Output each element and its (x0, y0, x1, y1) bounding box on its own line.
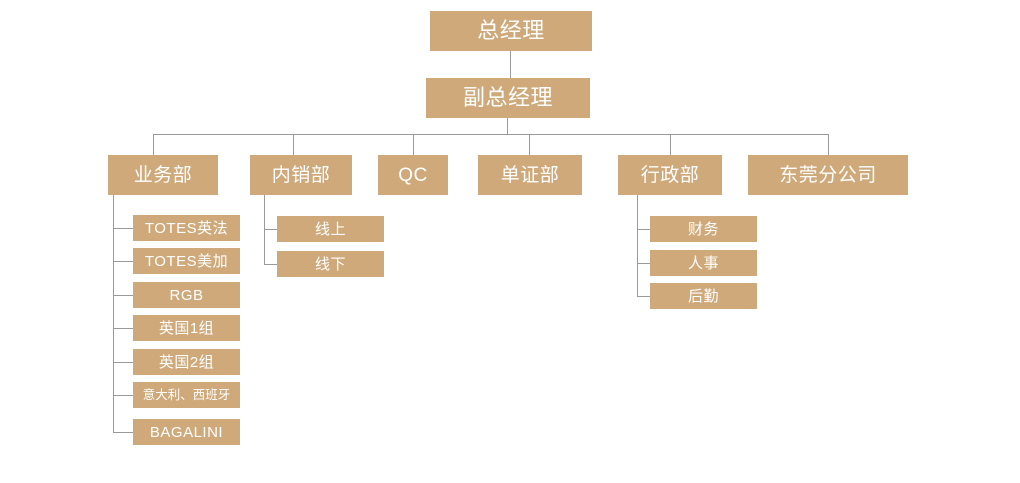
connector-domestic-stub-2 (264, 264, 277, 265)
node-sales-team-totes-uk-fr[interactable]: TOTES英法 (133, 215, 240, 241)
node-domestic-team-online[interactable]: 线上 (277, 216, 384, 242)
connector-admin-stub-3 (637, 296, 650, 297)
connector-sales-stub-3 (113, 295, 133, 296)
node-department-documents[interactable]: 单证部 (478, 155, 582, 195)
node-sales-team-uk-group-2[interactable]: 英国2组 (133, 349, 240, 375)
node-admin-team-logistics[interactable]: 后勤 (650, 283, 757, 309)
node-sales-team-italy-spain[interactable]: 意大利、西班牙 (133, 382, 240, 408)
connector-bus-to-admin (670, 134, 671, 155)
connector-domestic-stub-1 (264, 229, 277, 230)
connector-bus-to-sales (153, 134, 154, 155)
connector-admin-trunk (637, 195, 638, 296)
connector-department-bus (153, 134, 829, 135)
connector-sales-stub-1 (113, 228, 133, 229)
node-branch-dongguan[interactable]: 东莞分公司 (748, 155, 908, 195)
connector-sales-stub-7 (113, 432, 133, 433)
connector-bus-to-domestic (293, 134, 294, 155)
node-sales-team-totes-us-ca[interactable]: TOTES美加 (133, 248, 240, 274)
connector-bus-to-dongguan (828, 134, 829, 155)
node-department-sales[interactable]: 业务部 (108, 155, 218, 195)
node-admin-team-hr[interactable]: 人事 (650, 250, 757, 276)
node-department-domestic-sales[interactable]: 内销部 (250, 155, 352, 195)
node-department-administration[interactable]: 行政部 (618, 155, 722, 195)
node-department-qc[interactable]: QC (378, 155, 448, 195)
node-sales-team-bagalini[interactable]: BAGALINI (133, 419, 240, 445)
node-domestic-team-offline[interactable]: 线下 (277, 251, 384, 277)
connector-bus-to-docs (529, 134, 530, 155)
node-admin-team-finance[interactable]: 财务 (650, 216, 757, 242)
connector-admin-stub-2 (637, 263, 650, 264)
connector-sales-stub-4 (113, 328, 133, 329)
node-sales-team-uk-group-1[interactable]: 英国1组 (133, 315, 240, 341)
connector-sales-trunk (113, 195, 114, 432)
node-general-manager[interactable]: 总经理 (430, 11, 592, 51)
node-deputy-general-manager[interactable]: 副总经理 (426, 78, 590, 118)
connector-sales-stub-6 (113, 395, 133, 396)
connector-gm-to-deputy (510, 51, 511, 78)
node-sales-team-rgb[interactable]: RGB (133, 282, 240, 308)
connector-deputy-down (507, 118, 508, 135)
connector-domestic-trunk (264, 195, 265, 265)
connector-sales-stub-5 (113, 362, 133, 363)
connector-sales-stub-2 (113, 261, 133, 262)
connector-bus-to-qc (413, 134, 414, 155)
connector-admin-stub-1 (637, 229, 650, 230)
